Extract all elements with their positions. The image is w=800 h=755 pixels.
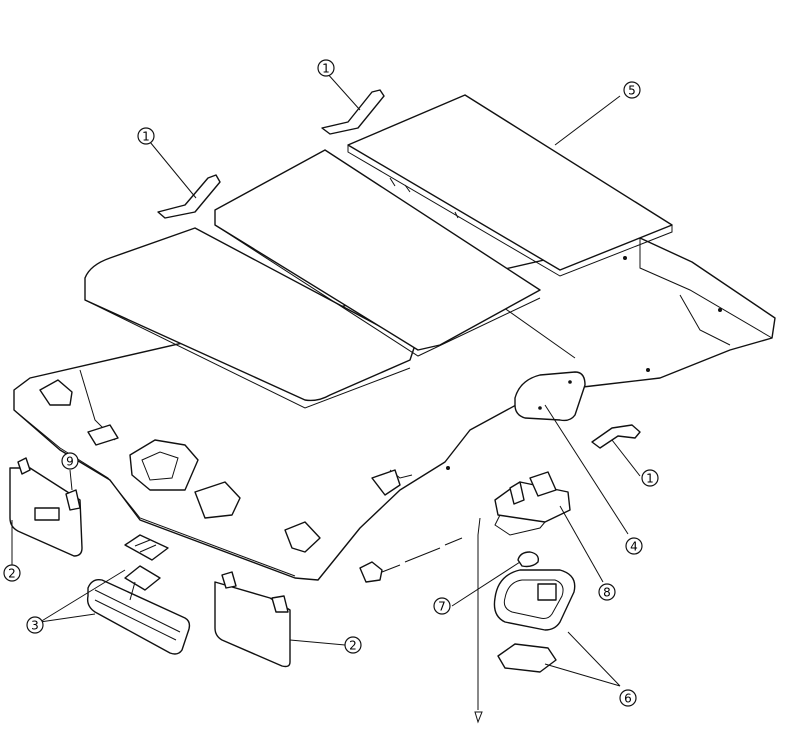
callout-label: 2 [8, 567, 16, 581]
callout-2-right: 2 [344, 636, 362, 654]
callout-label: 6 [624, 692, 632, 706]
callout-leaders [11, 71, 641, 687]
mirror-lamp [124, 534, 169, 561]
callout-2-left: 2 [3, 564, 21, 582]
roof-panel-rear [347, 94, 673, 277]
callout-label: 8 [603, 586, 611, 600]
dome-lamp-bracket [494, 471, 571, 536]
cutout-right [284, 521, 321, 553]
callout-8: 8 [598, 583, 616, 601]
sun-visor-left [9, 457, 83, 557]
visor-holder [65, 489, 81, 511]
cutout-dome [129, 439, 199, 491]
roof-panel-middle [214, 149, 541, 357]
callout-label: 9 [66, 455, 74, 469]
callout-3: 3 [26, 616, 44, 634]
callout-6: 6 [619, 689, 637, 707]
callout-label: 1 [142, 130, 150, 144]
callout-label: 1 [322, 62, 330, 76]
retainer-clip [359, 537, 463, 583]
callout-label: 2 [349, 639, 357, 653]
callout-label: 4 [630, 540, 638, 554]
dome-lamp-lens [497, 643, 557, 673]
callout-1-right: 1 [641, 469, 659, 487]
assist-grip-right [591, 424, 641, 449]
sun-visor-right [214, 571, 291, 668]
callout-5: 5 [623, 81, 641, 99]
headliner-cutouts [39, 379, 401, 553]
cutout-left [87, 424, 119, 446]
callout-1-center: 1 [317, 59, 335, 77]
callout-label: 7 [438, 600, 446, 614]
cutout-front-left [39, 379, 73, 406]
dome-lamp-bulb [517, 551, 540, 568]
callout-1-left: 1 [137, 127, 155, 145]
cutout-side [371, 469, 401, 496]
vanity-mirror [86, 534, 191, 655]
callout-label: 3 [31, 619, 39, 633]
callout-label: 5 [628, 84, 636, 98]
callout-7: 7 [433, 597, 451, 615]
dome-lamp-housing [493, 569, 576, 631]
assist-grip-center [321, 89, 385, 135]
callout-4: 4 [625, 537, 643, 555]
cutout-center [194, 481, 241, 519]
assist-grip-left [157, 174, 221, 219]
callout-label: 1 [646, 472, 654, 486]
rear-trim [514, 371, 586, 422]
callout-9: 9 [61, 452, 79, 470]
